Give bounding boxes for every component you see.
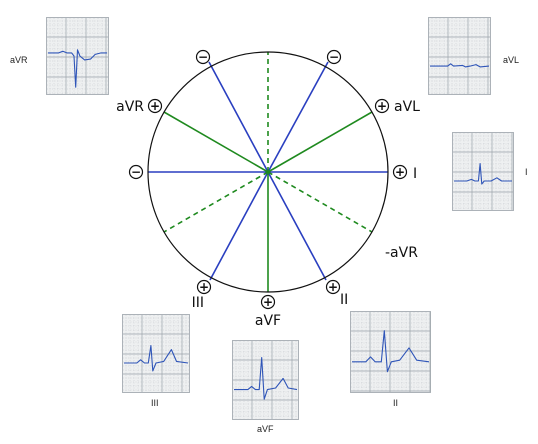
ecg-grid-background [350,311,431,393]
label-avl: aVL [394,99,420,115]
axis-lead-iii-negative [267,61,329,173]
ecg-trace [48,49,107,88]
svg-text:−: − [198,50,208,64]
ecg-grid-lines [47,18,108,94]
positive-pole-marker: + [147,98,163,114]
label-iii: III [192,295,204,311]
svg-text:+: + [199,280,209,294]
negative-pole-marker: − [128,164,144,180]
polarity-markers: + − + + + + + − − [128,49,408,310]
label-ii: II [340,292,348,308]
negative-pole-marker: − [326,49,342,65]
ecg-strip-ii [350,311,431,393]
ecg-label-iii: III [151,398,159,408]
svg-text:+: + [395,165,405,179]
ecg-grid-lines [429,18,490,94]
positive-pole-marker: + [392,164,408,180]
axis-lead-avl [267,111,373,173]
label-neg-avr: -aVR [385,245,418,261]
ecg-label-i: I [525,167,528,177]
axis-labels: aVR aVL I -aVR II aVF III [116,99,420,329]
label-avr: aVR [116,99,144,115]
positive-pole-marker: + [325,279,341,295]
ecg-strip-iii [122,314,190,393]
reference-circle [147,51,389,293]
axis-lead-avr [163,111,269,173]
ecg-grid-background [428,17,491,95]
ecg-trace [352,330,430,373]
label-i: I [413,166,417,182]
ecg-label-avf: aVF [257,424,274,434]
ecg-grid-lines [351,312,431,392]
svg-text:+: + [263,295,273,309]
ecg-strip-avr [46,17,109,95]
lead-axes [148,52,388,292]
ecg-grid-background [452,132,514,211]
ecg-grid-lines [453,133,513,210]
ecg-grid-lines [233,341,298,419]
ecg-label-avr: aVR [10,55,28,65]
svg-text:+: + [150,99,160,113]
ecg-grid-lines [123,315,189,392]
axis-lead-neg-avr [267,171,373,233]
ecg-strip-avl [428,17,491,95]
axis-lead-ii-negative [208,61,269,173]
ecg-grid-background [122,314,190,393]
positive-pole-marker: + [196,279,212,295]
ecg-trace [430,63,490,68]
ecg-label-avl: aVL [503,55,520,65]
svg-text:+: + [377,99,387,113]
ecg-label-ii: II [393,398,399,408]
ecg-strip-avf [232,340,299,420]
svg-text:−: − [329,50,339,64]
negative-pole-marker: − [195,49,211,65]
axis-lead-ii-positive [267,171,327,281]
axis-lead-avl-negative [163,171,269,233]
ecg-trace [454,163,512,185]
svg-text:−: − [131,165,141,179]
positive-pole-marker: + [260,294,276,310]
label-avf: aVF [255,313,281,329]
ecg-strip-i [452,132,514,211]
ecg-trace [234,357,298,400]
positive-pole-marker: + [374,98,390,114]
axis-lead-iii-positive [209,171,269,281]
ecg-trace [124,345,189,372]
svg-text:+: + [328,280,338,294]
